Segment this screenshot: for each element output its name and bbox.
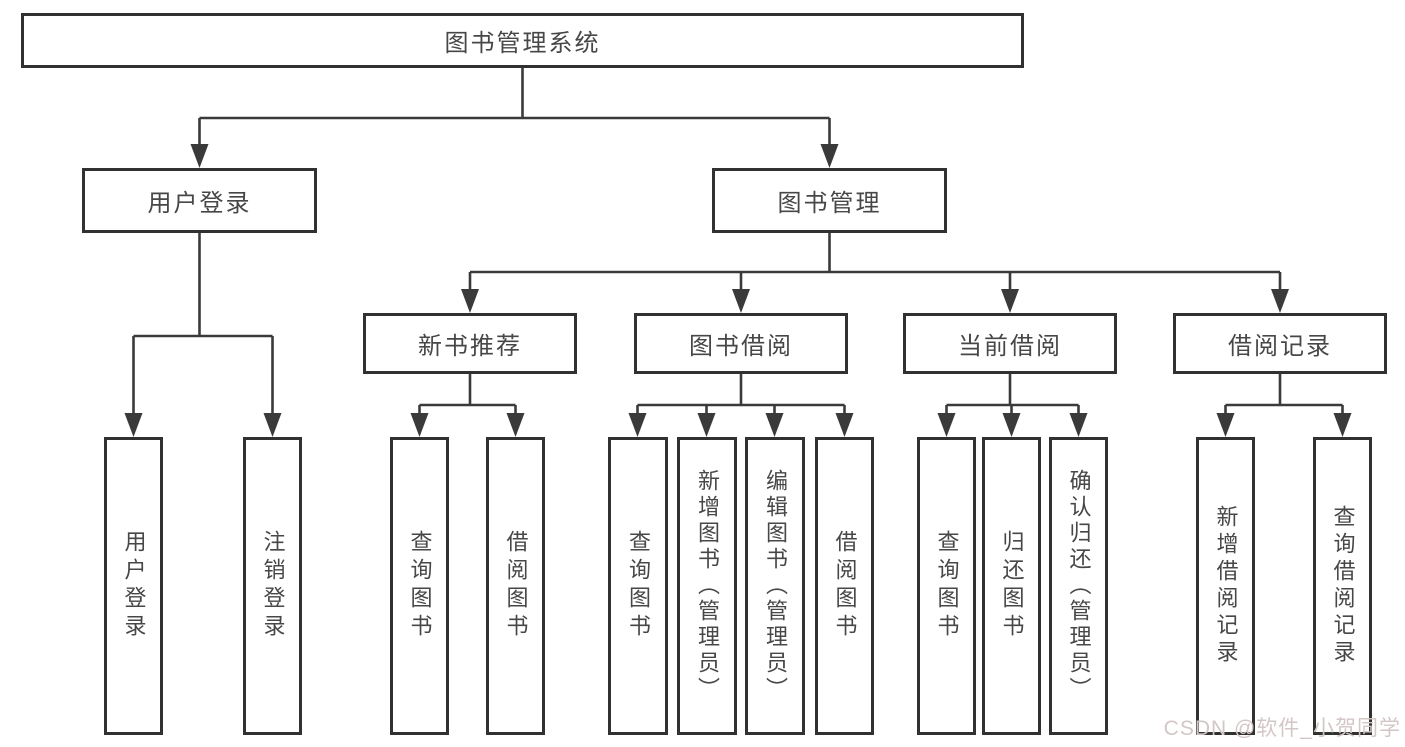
node-book-borrow-label: 图书借阅 <box>689 333 793 360</box>
node-user-login: 用户登录 <box>82 168 317 233</box>
leaf-add-books-admin-label: 新增图书（管理员） <box>695 469 720 703</box>
node-new-book-recommend-label: 新书推荐 <box>418 333 522 360</box>
leaf-newbook-query-books-label: 查询图书 <box>407 530 433 642</box>
connector-borrow-records-children <box>1216 374 1352 437</box>
node-user-login-label: 用户登录 <box>147 190 252 217</box>
leaf-add-borrow-record-label: 新增借阅记录 <box>1213 505 1239 667</box>
leaf-add-borrow-record: 新增借阅记录 <box>1196 437 1255 735</box>
leaf-return-books-label: 归还图书 <box>999 530 1025 642</box>
connector-book-borrow-children <box>628 374 854 437</box>
node-new-book-recommend: 新书推荐 <box>363 313 577 374</box>
leaf-add-books-admin: 新增图书（管理员） <box>677 437 737 735</box>
leaf-borrow-query-books-label: 查询图书 <box>626 530 651 642</box>
leaf-edit-books-admin: 编辑图书（管理员） <box>745 437 805 735</box>
leaf-confirm-return-admin-label: 确认归还（管理员） <box>1066 469 1092 703</box>
leaf-query-borrow-record-label: 查询借阅记录 <box>1330 505 1356 667</box>
node-root-label: 图书管理系统 <box>444 30 601 57</box>
connector-current-borrow-children <box>937 374 1088 437</box>
node-borrow-records: 借阅记录 <box>1173 313 1387 374</box>
leaf-borrow-query-books: 查询图书 <box>608 437 668 735</box>
node-book-management: 图书管理 <box>712 168 947 233</box>
node-root: 图书管理系统 <box>21 13 1024 68</box>
connector-new-book-children <box>410 374 525 437</box>
leaf-newbook-query-books: 查询图书 <box>390 437 449 735</box>
node-book-management-label: 图书管理 <box>777 190 882 217</box>
connector-book-management-sections <box>461 232 1289 313</box>
connector-root-to-level2 <box>190 68 839 168</box>
leaf-user-login: 用户登录 <box>104 437 163 735</box>
leaf-logout: 注销登录 <box>243 437 302 735</box>
leaf-logout-label: 注销登录 <box>260 530 286 642</box>
node-book-borrow: 图书借阅 <box>634 313 848 374</box>
leaf-current-query-books-label: 查询图书 <box>934 530 960 642</box>
leaf-borrow-books-label: 借阅图书 <box>832 530 858 642</box>
node-current-borrow-label: 当前借阅 <box>958 333 1062 360</box>
leaf-current-query-books: 查询图书 <box>917 437 976 735</box>
leaf-user-login-label: 用户登录 <box>121 530 147 642</box>
leaf-edit-books-admin-label: 编辑图书（管理员） <box>763 469 788 703</box>
leaf-newbook-borrow-books-label: 借阅图书 <box>503 530 529 642</box>
leaf-query-borrow-record: 查询借阅记录 <box>1313 437 1372 735</box>
leaf-confirm-return-admin: 确认归还（管理员） <box>1049 437 1108 735</box>
leaf-borrow-books: 借阅图书 <box>815 437 874 735</box>
node-current-borrow: 当前借阅 <box>903 313 1117 374</box>
connector-user-login-children <box>124 233 282 437</box>
leaf-return-books: 归还图书 <box>982 437 1041 735</box>
leaf-newbook-borrow-books: 借阅图书 <box>486 437 545 735</box>
node-borrow-records-label: 借阅记录 <box>1228 333 1332 360</box>
